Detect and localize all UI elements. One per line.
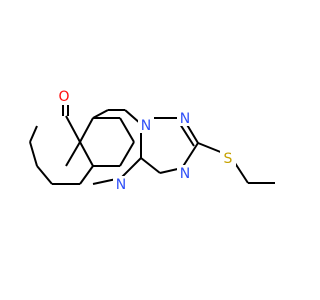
bond [181, 142, 199, 169]
bond-lines [29, 102, 275, 185]
nitrogen-atom-triazole-bottom: N [180, 166, 190, 182]
molecule-structure: O N N N N S [29, 87, 275, 193]
bond [92, 109, 109, 119]
bond [79, 141, 94, 167]
bond [65, 115, 81, 143]
oxygen-atom: O [58, 89, 69, 105]
bond [29, 141, 38, 167]
bond [29, 125, 38, 143]
bond [65, 141, 81, 167]
bond [79, 165, 94, 185]
bond [140, 157, 161, 174]
bond [36, 165, 53, 185]
bond [119, 117, 135, 143]
nitrogen-atom-triazole-top: N [180, 111, 190, 127]
nitrogen-atom-pyrimidine: N [116, 177, 126, 193]
sulfur-atom: S [224, 151, 233, 167]
nitrogen-atom-bridgehead: N [141, 118, 151, 134]
bond [79, 117, 94, 143]
bond [197, 142, 224, 154]
bond [120, 157, 142, 179]
atom-labels: O N N N N S [55, 87, 236, 193]
bond [119, 141, 135, 167]
bond [179, 123, 195, 147]
